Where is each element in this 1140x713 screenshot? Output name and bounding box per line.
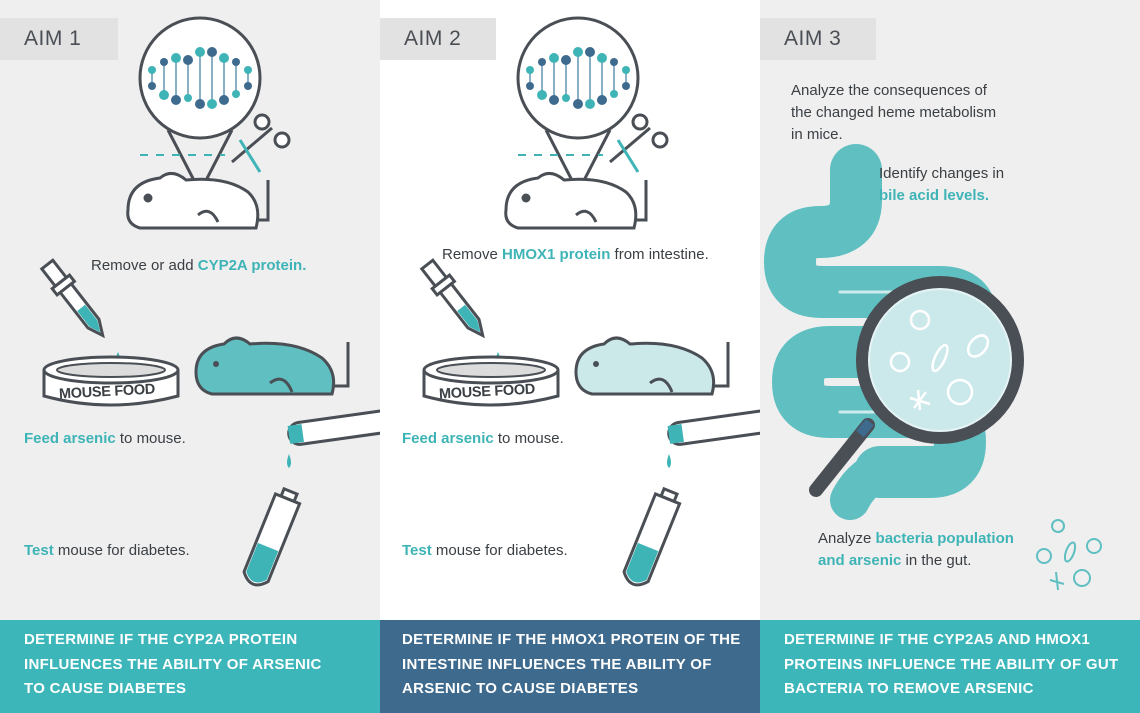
mouse-icon (194, 336, 350, 396)
aim-1-panel: AIM 1 (0, 0, 394, 713)
footer-line: DETERMINE IF THE HMOX1 PROTEIN OF THE (402, 631, 741, 648)
footer-line: ARSENIC TO CAUSE DIABETES (402, 680, 639, 697)
highlight-text: Feed arsenic (402, 430, 494, 447)
mouse-icon (504, 172, 648, 230)
aim-3-intro: Analyze the consequences of the changed … (791, 80, 996, 146)
highlight-text: bacteria population (875, 530, 1014, 547)
aim-1-footer: DETERMINE IF THE CYP2A PROTEIN INFLUENCE… (0, 620, 380, 713)
aim-1-illustration (39, 16, 394, 587)
intro-line: Analyze the consequences of (791, 82, 987, 99)
bacteria-icon (1036, 519, 1102, 591)
scissors-icon (609, 113, 669, 173)
highlight-text: CYP2A protein. (197, 257, 307, 274)
mouse-icon (574, 336, 730, 396)
dropper-icon (419, 258, 500, 364)
highlight-text: bile acid levels. (879, 187, 990, 204)
magnifier-icon (809, 276, 1024, 497)
highlight-text: and arsenic (818, 552, 902, 569)
step-text: in the gut. (901, 552, 972, 569)
aim-2-step-3: Test mouse for diabetes. (402, 540, 568, 561)
step-text: Identify changes in (879, 165, 1005, 182)
test-tube-icon (622, 486, 682, 587)
footer-line: BACTERIA TO REMOVE ARSENIC (784, 680, 1034, 697)
highlight-text: HMOX1 protein (502, 246, 611, 263)
aim-3-panel: AIM 3 (760, 0, 1140, 713)
aim-2-label: AIM 2 (380, 18, 496, 60)
dna-icon (516, 16, 640, 196)
test-tube-icon (287, 409, 394, 468)
intro-line: the changed heme metabolism (791, 104, 997, 121)
footer-line: DETERMINE IF THE CYP2A PROTEIN (24, 631, 298, 648)
step-text: mouse for diabetes. (53, 542, 190, 559)
test-tube-icon (242, 486, 302, 587)
step-text: Remove (442, 246, 503, 263)
footer-line: INTESTINE INFLUENCES THE ABILITY OF (402, 655, 712, 673)
food-dish-icon (42, 355, 180, 407)
highlight-text: Test (24, 542, 54, 559)
step-text: from intestine. (610, 246, 709, 263)
intro-line: in mice. (791, 126, 843, 143)
scissors-icon (231, 113, 291, 173)
footer-line: DETERMINE IF THE CYP2A5 AND HMOX1 (784, 631, 1091, 648)
footer-line: INFLUENCES THE ABILITY OF ARSENIC (24, 655, 322, 673)
highlight-text: Feed arsenic (24, 430, 116, 447)
step-text: mouse for diabetes. (431, 542, 568, 559)
aim-2-panel: AIM 2 (380, 0, 774, 713)
aim-3-footer: DETERMINE IF THE CYP2A5 AND HMOX1 PROTEI… (760, 620, 1140, 713)
bacteria-icon (889, 309, 990, 411)
aim-2-step-2: Feed arsenic to mouse. (402, 428, 564, 449)
aim-2-footer: DETERMINE IF THE HMOX1 PROTEIN OF THE IN… (380, 620, 760, 713)
dropper-icon (39, 258, 120, 364)
aim-2-step-1: Remove HMOX1 protein from intestine. (442, 244, 709, 265)
aim-3-bile-text: Identify changes in bile acid levels. (879, 163, 1004, 207)
footer-line: TO CAUSE DIABETES (24, 680, 187, 697)
aim-3-bacteria-text: Analyze bacteria population and arsenic … (818, 528, 1014, 572)
footer-line: PROTEINS INFLUENCE THE ABILITY OF GUT (784, 655, 1119, 673)
step-text: Analyze (818, 530, 876, 547)
aim-3-illustration (764, 144, 1102, 591)
food-dish-icon (422, 355, 560, 407)
aim-1-step-3: Test mouse for diabetes. (24, 540, 190, 561)
aim-1-label: AIM 1 (0, 18, 118, 60)
aim-3-label: AIM 3 (760, 18, 876, 60)
aim-1-step-2: Feed arsenic to mouse. (24, 428, 186, 449)
mouse-icon (126, 172, 270, 230)
dna-icon (138, 16, 262, 196)
aim-1-step-1: Remove or add CYP2A protein. (91, 255, 306, 276)
aim-2-illustration (419, 16, 774, 587)
highlight-text: Test (402, 542, 432, 559)
step-text: to mouse. (493, 430, 564, 447)
step-text: Remove or add (91, 257, 198, 274)
test-tube-icon (667, 409, 774, 468)
step-text: to mouse. (115, 430, 186, 447)
